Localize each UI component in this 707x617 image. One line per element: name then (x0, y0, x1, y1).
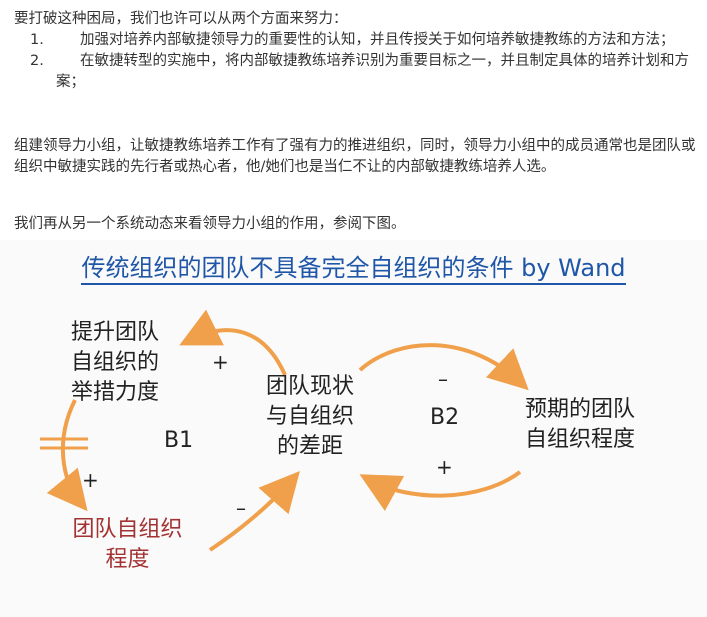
intro-lead: 要打破这种困局，我们也许可以从两个方面来努力： (14, 11, 348, 27)
arrow-gap-to-expected (358, 343, 529, 391)
node-degree: 团队自组织 程度 (72, 517, 183, 572)
sign-plus: + (82, 468, 99, 492)
node-gap: 团队现状 与自组织 的差距 (265, 374, 354, 459)
diagram-title: 传统组织的团队不具备完全自组织的条件 by Wand (0, 248, 707, 285)
sign-plus: + (212, 350, 229, 374)
list-number: 1. (30, 32, 44, 48)
leadership-paragraph: 组建领导力小组，让敏捷教练培养工作有了强有力的推进组织，同时，领导力小组中的成员… (14, 138, 696, 175)
list-number: 2. (30, 53, 44, 69)
reference-paragraph: 我们再从另一个系统动态来看领导力小组的作用，参阅下图。 (14, 216, 406, 232)
arrow-gap-to-effort (179, 309, 287, 376)
loop-label-b2: B2 (430, 405, 460, 430)
loop-label-b1: B1 (164, 428, 194, 453)
sign-minus: – (236, 496, 246, 520)
diagram-arrows (40, 309, 529, 552)
sign-minus: – (438, 367, 448, 391)
intro-paragraph: 要打破这种困局，我们也许可以从两个方面来努力： 1. 加强对培养内部敏捷领导力的重… (14, 9, 698, 93)
list-text: 在敏捷转型的实施中，将内部敏捷教练培养识别为重要目标之一，并且制定具体的培养计划… (56, 53, 689, 90)
arrow-effort-to-degree (46, 399, 88, 512)
arrow-degree-to-gap (208, 470, 300, 552)
sign-plus: + (436, 455, 453, 479)
list-item: 1. 加强对培养内部敏捷领导力的重要性的认知，并且传授关于如何培养敏捷教练的方法和… (24, 30, 698, 51)
list-item: 2. 在敏捷转型的实施中，将内部敏捷教练培养识别为重要目标之一，并且制定具体的培养… (24, 51, 698, 93)
list-text: 加强对培养内部敏捷领导力的重要性的认知，并且传授关于如何培养敏捷教练的方法和方法… (80, 32, 675, 48)
node-effort: 提升团队 自组织的 举措力度 (70, 320, 159, 405)
node-expected: 预期的团队 自组织程度 (524, 397, 635, 452)
causal-loop-diagram: 传统组织的团队不具备完全自组织的条件 by Wand 提升团队 自组织的 举措力… (0, 240, 707, 617)
arrow-expected-to-gap (359, 470, 522, 512)
